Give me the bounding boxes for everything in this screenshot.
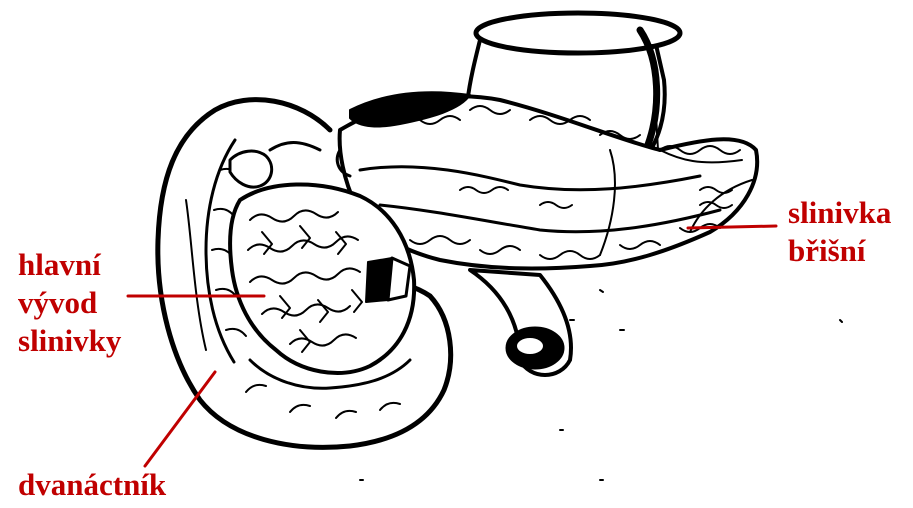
label-slinivka-brisni: slinivka břišní xyxy=(788,194,891,270)
pancreas-head xyxy=(228,182,417,375)
duodenum-fold xyxy=(228,149,274,189)
pointer-lines xyxy=(126,224,778,468)
label-hlavni-vyvod-slinivky: hlavní vývod slinivky xyxy=(18,246,121,360)
label-line: hlavní xyxy=(18,247,101,282)
label-line: slinivky xyxy=(18,323,122,358)
shadow-region xyxy=(349,91,471,128)
lower-intestine-tube xyxy=(468,268,573,377)
label-dvanactnik: dvanáctník xyxy=(18,466,166,504)
pointer-line-dvanactnik xyxy=(143,370,217,468)
label-line: břišní xyxy=(788,233,866,268)
label-line: slinivka xyxy=(788,195,892,230)
speckles xyxy=(359,289,843,481)
label-line: dvanáctník xyxy=(18,467,167,502)
label-line: vývod xyxy=(18,285,98,320)
pointer-line-slinivka xyxy=(686,224,778,230)
pancreas-body xyxy=(337,94,760,271)
